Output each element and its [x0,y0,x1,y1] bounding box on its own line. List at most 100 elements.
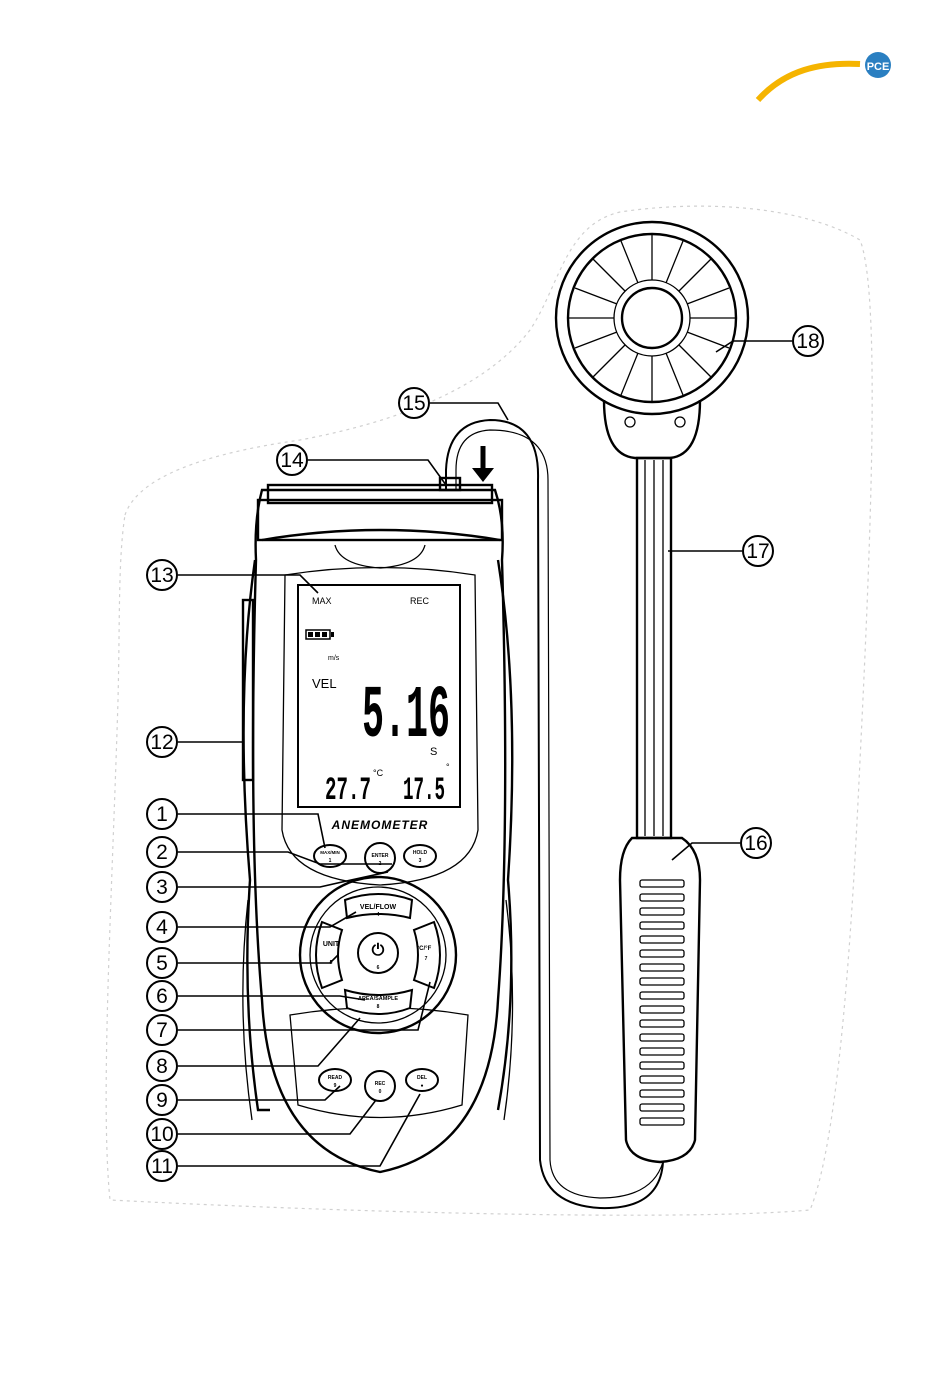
button-hold[interactable]: HOLD 3 [404,845,436,867]
callout-3-label: 3 [156,876,168,899]
button-power[interactable]: ⏻ 6 [358,933,398,973]
handle-rib [640,1076,684,1083]
lcd-secondary-value: 17.5 [403,772,445,809]
lcd-unit-label: m/s [328,655,340,662]
button-del[interactable]: DEL ● [406,1069,438,1091]
vane-probe-head [556,222,748,458]
callout-8: 8 [147,1051,177,1081]
button-area-sample[interactable]: AREA/SAMPLE 8 [345,990,412,1014]
handle-rib [640,1118,684,1125]
callout-7: 7 [147,1015,177,1045]
button-velflow[interactable]: VEL/FLOW 4 [345,894,412,918]
callout-9-label: 9 [156,1089,168,1112]
callout-2-label: 2 [156,841,168,864]
button-read-label: READ [328,1075,343,1081]
handle-rib [640,936,684,943]
button-rec[interactable]: REC 0 [365,1071,395,1101]
callout-18-label: 18 [796,330,819,353]
button-area-sample-label: AREA/SAMPLE [358,996,398,1002]
button-velflow-label: VEL/FLOW [360,904,397,911]
handle-grip-ribs [640,880,684,1125]
button-hold-label: HOLD [413,850,428,856]
handle-rib [640,1020,684,1027]
callout-5-label: 5 [156,952,168,975]
callout-14: 14 [277,445,307,475]
callout-11: 11 [147,1151,177,1181]
callout-4: 4 [147,912,177,942]
button-maxmin-label: MAX/MIN [320,850,340,855]
callout-11-label: 11 [151,1155,173,1178]
lcd-display: MAX REC m/s VEL 5.16 S 27.7 °C 17.5 ° [298,585,460,809]
button-area-sample-num: 8 [377,1004,380,1010]
lcd-temp-value: 27.7 [325,772,371,809]
button-del-label: DEL [417,1075,427,1081]
logo-text: PCE [867,61,890,73]
probe-handle [620,838,700,1162]
button-temp-unit-num: 7 [425,956,428,962]
handle-rib [640,978,684,985]
button-hold-num: 3 [419,858,422,864]
callout-17-label: 17 [746,540,769,563]
callout-14-label: 14 [280,449,304,472]
button-rec-label: REC [375,1081,386,1087]
handle-rib [640,1006,684,1013]
button-enter[interactable]: ENTER 2 [365,843,395,873]
button-del-num: ● [420,1083,423,1089]
pce-logo: PCE [758,52,891,100]
handle-rib [640,992,684,999]
callout-15: 15 [399,388,429,418]
lcd-mode-label: VEL [312,676,337,691]
button-enter-label: ENTER [372,853,389,859]
handle-rib [640,964,684,971]
button-read[interactable]: READ 9 [319,1069,351,1091]
callout-2: 2 [147,837,177,867]
callout-1: 1 [147,799,177,829]
button-velflow-num: 4 [377,912,380,918]
button-temp-unit-label: °C/°F [417,946,432,952]
callout-10-label: 10 [150,1123,173,1146]
callout-13-label: 13 [150,564,173,587]
handle-rib [640,1034,684,1041]
lcd-rec-label: REC [410,596,430,606]
handle-rib [640,1090,684,1097]
logo-swoosh [758,64,860,100]
connector-arrow [472,446,494,482]
callout-13: 13 [147,560,177,590]
callout-4-label: 4 [156,916,168,939]
callout-18: 18 [793,326,823,356]
power-icon: ⏻ [372,942,385,959]
callout-6-label: 6 [156,985,168,1008]
button-power-num: 6 [377,965,380,971]
callout-9: 9 [147,1085,177,1115]
handle-rib [640,908,684,915]
probe-shaft [637,458,671,838]
callout-8-label: 8 [156,1055,168,1078]
lcd-max-label: MAX [312,596,332,606]
button-temp-unit[interactable]: °C/°F 7 [414,922,440,988]
button-read-num: 9 [334,1083,337,1089]
callout-3: 3 [147,872,177,902]
device-name-label: ANEMOMETER [331,818,429,832]
callout-12-label: 12 [150,731,173,754]
button-maxmin-num: 1 [329,858,332,864]
lcd-secondary-unit: ° [446,762,450,772]
handle-rib [640,1104,684,1111]
button-unit-label: UNIT [323,941,340,948]
lcd-seconds-label: S [430,746,437,758]
handle-rib [640,1062,684,1069]
handle-rib [640,922,684,929]
lcd-temp-unit: °C [373,768,384,778]
button-rec-num: 0 [379,1089,382,1095]
callout-12: 12 [147,727,177,757]
callout-1-label: 1 [156,803,168,826]
button-unit[interactable]: UNIT 5 [316,922,342,988]
handle-rib [640,1048,684,1055]
vane-blades [568,234,736,402]
handle-rib [640,894,684,901]
callout-15-label: 15 [402,392,425,415]
handle-rib [640,950,684,957]
callout-17: 17 [743,536,773,566]
callout-16-label: 16 [744,832,767,855]
callout-5: 5 [147,948,177,978]
